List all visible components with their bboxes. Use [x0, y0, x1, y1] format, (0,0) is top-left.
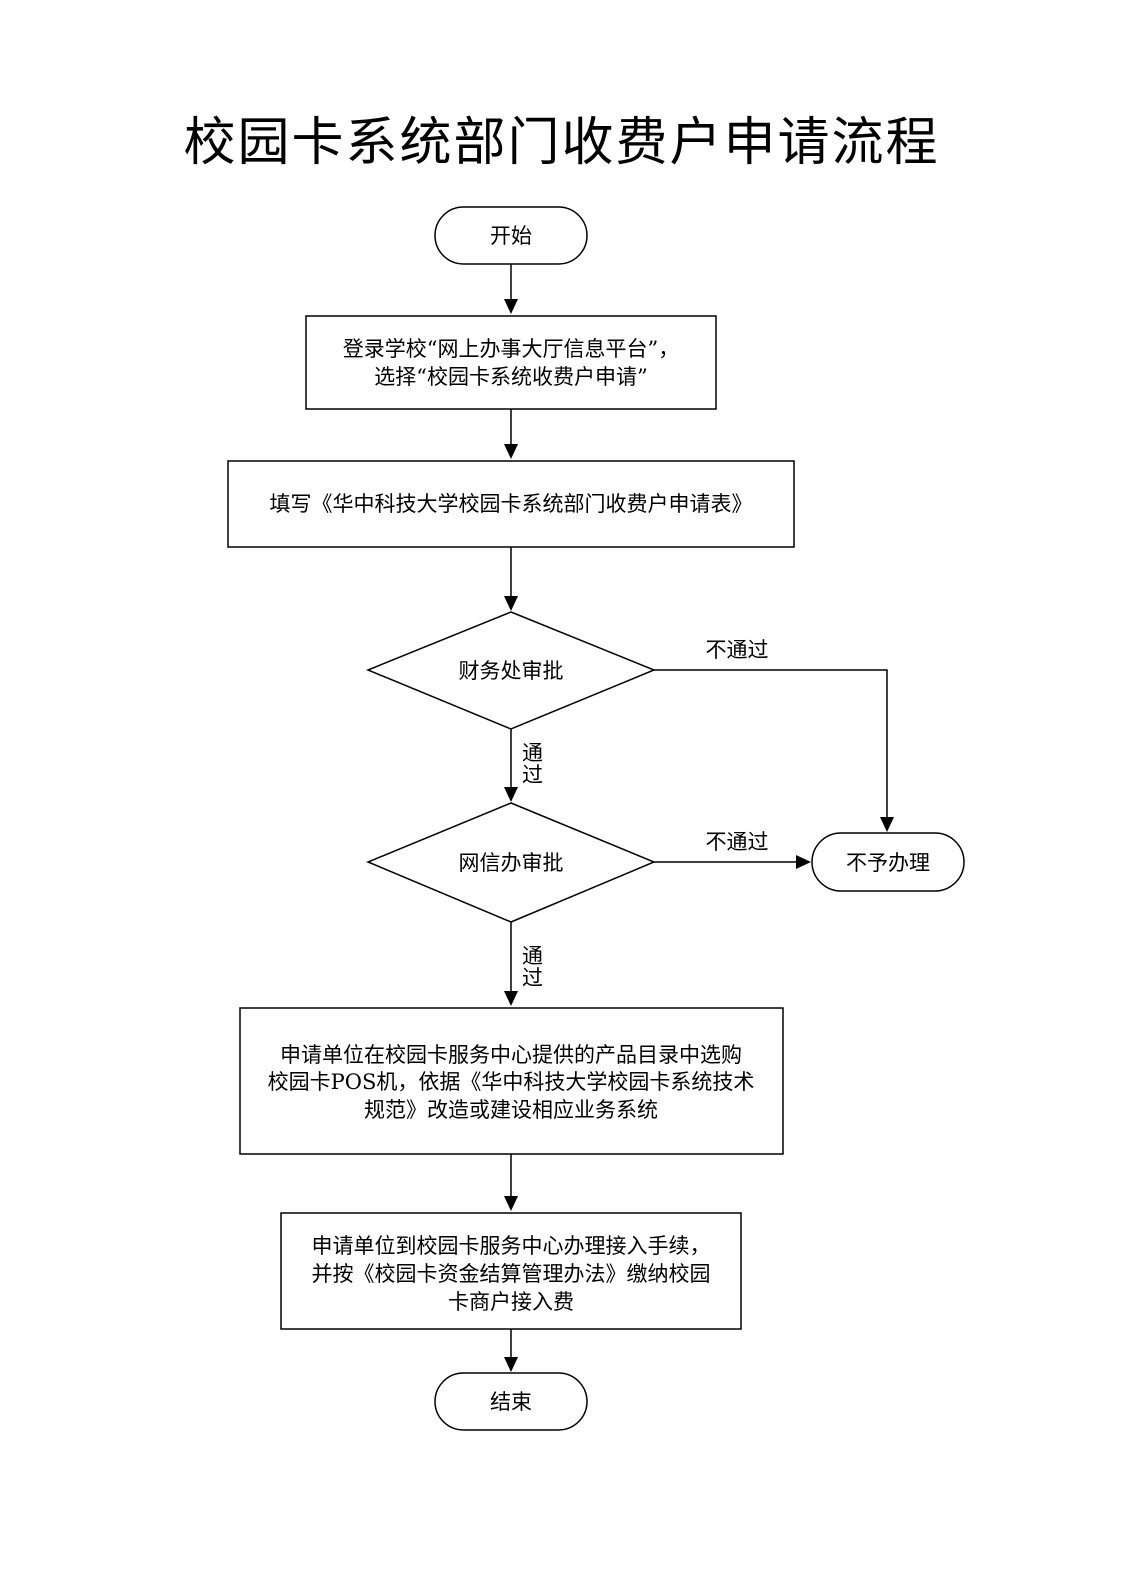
node-labels: 开始 登录学校“网上办事大厅信息平台”， 选择“校园卡系统收费户申请” 填写《华… [268, 224, 930, 1414]
arrowhead-icon [504, 1196, 518, 1211]
node-step2-label: 填写《华中科技大学校园卡系统部门收费户申请表》 [270, 492, 753, 516]
node-end-label: 结束 [490, 1390, 532, 1414]
edge-d1-reject-label: 不通过 [706, 638, 769, 662]
node-step3-label-line2: 校园卡POS机，依据《华中科技大学校园卡系统技术 [268, 1070, 755, 1094]
node-step1-label-line2: 选择“校园卡系统收费户申请” [374, 365, 647, 389]
edge-d1-pass-label: 通过 [522, 741, 543, 787]
arrowhead-icon [504, 299, 518, 314]
node-decision1 [366, 611, 656, 730]
node-step3 [239, 1007, 784, 1155]
arrowhead-icon [504, 787, 518, 802]
node-step4-label-line1: 申请单位到校园卡服务中心办理接入手续， [312, 1234, 711, 1258]
node-reject-label: 不予办理 [846, 851, 930, 875]
arrowhead-icon [504, 1357, 518, 1372]
arrowhead-icon [880, 817, 894, 832]
nodes [227, 206, 965, 1431]
node-decision1-label: 财务处审批 [459, 659, 564, 683]
arrowhead-icon [796, 855, 811, 869]
node-reject [811, 832, 965, 892]
node-step1 [305, 315, 717, 410]
node-step3-label-line1: 申请单位在校园卡服务中心提供的产品目录中选购 [280, 1043, 742, 1067]
arrowhead-icon [504, 991, 518, 1006]
edge-d2-reject-label: 不通过 [706, 830, 769, 854]
node-step4 [280, 1212, 742, 1330]
node-step4-label-line2: 并按《校园卡资金结算管理办法》缴纳校园 [312, 1262, 711, 1286]
arrowhead-icon [504, 444, 518, 459]
edge-d2-pass-label: 通过 [522, 944, 543, 990]
node-step1-label-line1: 登录学校“网上办事大厅信息平台”， [343, 337, 679, 361]
node-decision2 [366, 802, 656, 923]
node-decision2-label: 网信办审批 [459, 851, 564, 875]
node-step2 [227, 460, 795, 548]
edge-labels: 不通过 不通过 通过 通过 [522, 638, 769, 990]
arrowhead-icon [504, 596, 518, 611]
diagram-title: 校园卡系统部门收费户申请流程 [183, 113, 940, 173]
node-step4-label-line3: 卡商户接入费 [448, 1290, 574, 1314]
connectors [504, 262, 894, 1372]
edge-decision1-reject [654, 669, 888, 818]
node-end [434, 1372, 588, 1431]
node-start-label: 开始 [490, 224, 532, 248]
node-start [434, 206, 588, 265]
node-step3-label-line3: 规范》改造或建设相应业务系统 [364, 1098, 658, 1122]
